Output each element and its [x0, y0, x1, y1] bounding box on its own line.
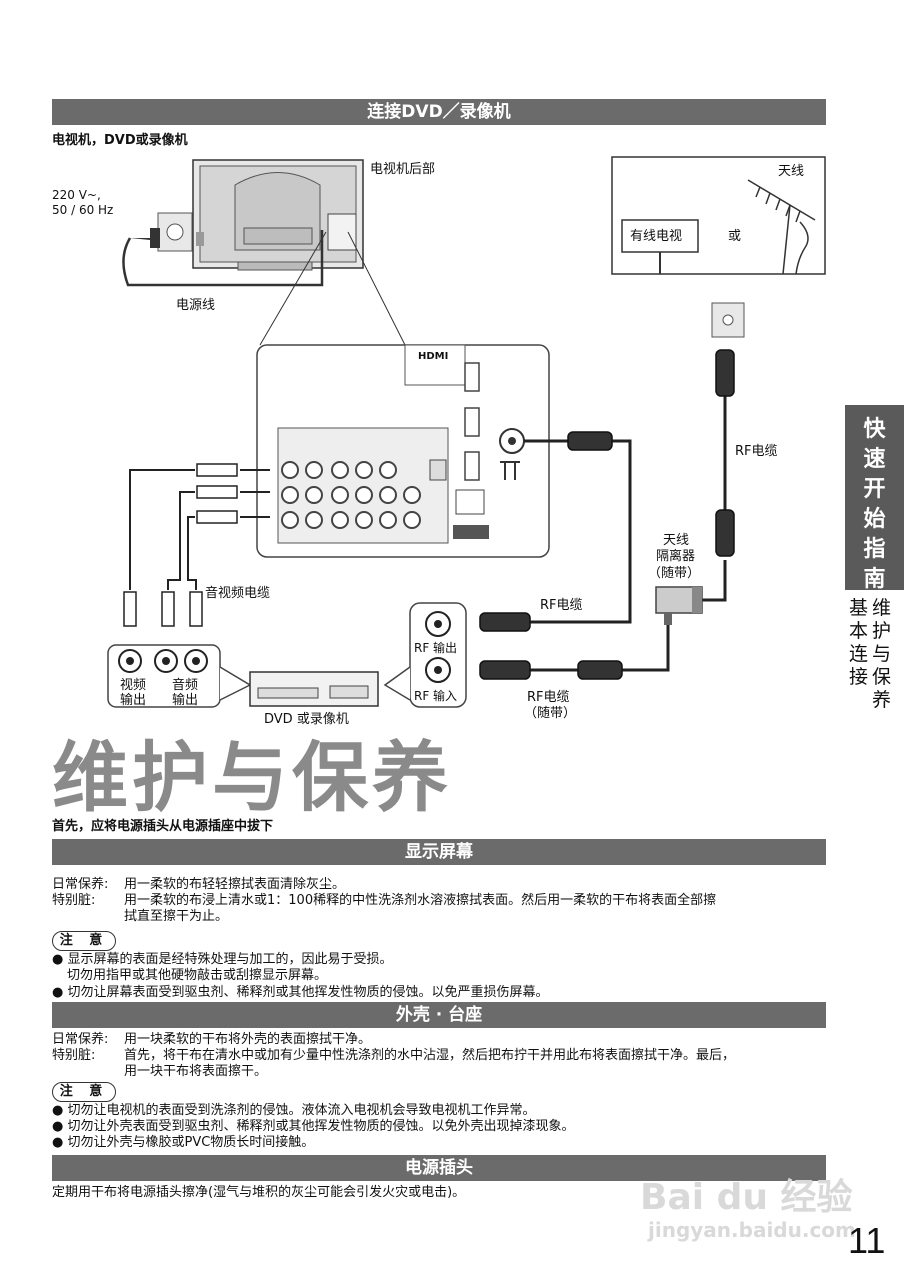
side-sub-col-maintenance: 维 护 与 保 养 — [872, 597, 892, 711]
label-rf-cable-tv: RF电缆 — [540, 598, 583, 613]
side-tab-char: 指 — [863, 537, 886, 562]
cabinet-dirty-text-2: 用一块干布将表面擦干。 — [124, 1064, 268, 1079]
maintenance-title: 维护与保养 — [52, 733, 452, 822]
label-antenna: 天线 — [778, 164, 805, 179]
label-tv-rear: 电视机后部 — [370, 162, 436, 177]
screen-note-label: 注 意 — [52, 931, 116, 951]
side-tab-quick-start: 快 速 开 始 指 南 — [845, 405, 904, 592]
screen-dirty-text-2: 拭直至擦干为止。 — [124, 909, 229, 924]
label-rf-cable-supplied-2: （随带） — [524, 706, 577, 721]
screen-daily-label: 日常保养: — [52, 877, 109, 892]
page-number: 11 — [848, 1220, 886, 1261]
label-video-out-2: 输出 — [120, 693, 147, 708]
label-rf-in: RF 输入 — [414, 689, 458, 703]
cabinet-daily-text: 用一块柔软的干布将外壳的表面擦拭干净。 — [124, 1032, 372, 1047]
first-note: 首先，应将电源插头从电源插座中拔下 — [52, 819, 274, 834]
label-or: 或 — [728, 229, 742, 244]
side-tab-char: 始 — [863, 507, 886, 532]
cabinet-dirty-label: 特别脏: — [52, 1048, 96, 1063]
plug-text: 定期用干布将电源插头擦净(湿气与堆积的灰尘可能会引发火灾或电击)。 — [52, 1185, 466, 1200]
label-rf-cable-antenna: RF电缆 — [735, 444, 778, 459]
label-audio-out-2: 输出 — [172, 693, 199, 708]
label-isolator-2: 隔离器 — [656, 549, 696, 564]
screen-note-1: ● 显示屏幕的表面是经特殊处理与加工的，因此易于受损。 — [52, 952, 393, 967]
watermark-url: jingyan.baidu.com — [648, 1218, 856, 1242]
cabinet-note-2: ● 切勿让外壳表面受到驱虫剂、稀释剂或其他挥发性物质的侵蚀。以免外壳出现掉漆现象… — [52, 1119, 575, 1134]
side-tab-char: 速 — [863, 447, 886, 472]
label-dvd-vcr: DVD 或录像机 — [264, 712, 349, 727]
side-sub-col-basic-connection: 基 本 连 接 — [849, 597, 869, 688]
side-tab-char: 南 — [863, 567, 886, 592]
side-tab-char: 开 — [863, 477, 886, 502]
section-bar-cabinet: 外壳 · 台座 — [52, 1002, 826, 1028]
screen-note-1b: 切勿用指甲或其他硬物敲击或刮擦显示屏幕。 — [67, 968, 328, 983]
label-av-cable: 音视频电缆 — [205, 586, 271, 601]
label-cable-tv: 有线电视 — [630, 229, 683, 244]
section-bar-connect: 连接DVD／录像机 — [52, 99, 826, 125]
section-bar-plug: 电源插头 — [52, 1155, 826, 1181]
cabinet-dirty-text-1: 首先，将干布在清水中或加有少量中性洗涤剂的水中沾湿，然后把布拧干并用此布将表面擦… — [124, 1048, 736, 1063]
label-power-cord: 电源线 — [176, 298, 216, 313]
label-hdmi: HDMI — [418, 351, 449, 362]
screen-note-2: ● 切勿让屏幕表面受到驱虫剂、稀释剂或其他挥发性物质的侵蚀。以免严重损伤屏幕。 — [52, 985, 549, 1000]
section-bar-screen: 显示屏幕 — [52, 839, 826, 865]
label-rf-cable-supplied-1: RF电缆 — [527, 690, 570, 705]
label-voltage-2: 50 / 60 Hz — [52, 203, 114, 217]
section-subtitle: 电视机，DVD或录像机 — [52, 133, 188, 148]
screen-daily-text: 用一柔软的布轻轻擦拭表面清除灰尘。 — [124, 877, 346, 892]
screen-dirty-label: 特别脏: — [52, 893, 96, 908]
label-video-out-1: 视频 — [120, 678, 147, 693]
cabinet-note-label: 注 意 — [52, 1082, 116, 1102]
label-isolator-1: 天线 — [663, 533, 690, 548]
label-audio-out-1: 音频 — [172, 678, 199, 693]
connection-diagram — [107, 156, 826, 708]
label-isolator-3: （随带） — [648, 566, 701, 581]
watermark-logo: Bai du 经验 — [640, 1177, 853, 1218]
cabinet-daily-label: 日常保养: — [52, 1032, 109, 1047]
cabinet-note-3: ● 切勿让外壳与橡胶或PVC物质长时间接触。 — [52, 1135, 315, 1150]
tv-rear-illustration — [192, 159, 364, 271]
label-voltage-1: 220 V~, — [52, 188, 101, 202]
screen-dirty-text-1: 用一柔软的布浸上清水或1：100稀释的中性洗涤剂水溶液擦拭表面。然后用一柔软的干… — [124, 893, 717, 908]
label-rf-out: RF 输出 — [414, 641, 458, 655]
side-tab-char: 快 — [863, 417, 886, 442]
cabinet-note-1: ● 切勿让电视机的表面受到洗涤剂的侵蚀。液体流入电视机会导致电视机工作异常。 — [52, 1103, 536, 1118]
